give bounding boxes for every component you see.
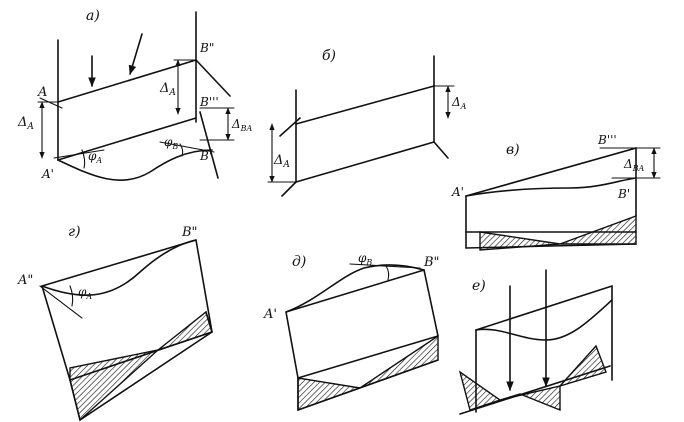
panel-d-moment-right (359, 334, 439, 389)
panel-b-left-foot (281, 181, 297, 197)
panel-v-label-B1: B' (617, 187, 630, 201)
panel-g-title: г) (68, 224, 81, 240)
panel-a-dim-left-sub: A (26, 122, 34, 132)
panel-d-moment-left (297, 377, 361, 411)
panel-e-moment-2 (499, 385, 561, 412)
panel-a-dim-mid-sub: A (168, 88, 176, 98)
panel-b-title: б) (322, 48, 336, 64)
panel-d-angle-arc (385, 265, 390, 281)
svg-text:φB: φB (164, 135, 178, 151)
panel-a-angle-b-sub: B (171, 142, 178, 151)
panel-b-top-beam (295, 85, 435, 125)
panel-e-deflection-curve (475, 299, 613, 341)
panel-v-bottom (465, 243, 637, 249)
panel-a-top-beam (57, 59, 197, 103)
panel-a-dim-ba-sub: BA (240, 124, 253, 133)
svg-text:ΔBA: ΔBA (623, 157, 645, 173)
panel-g-moment-left (69, 348, 161, 422)
panel-b-dim-right-label: Δ (451, 95, 461, 109)
panel-g-moment-right (157, 310, 213, 351)
panel-d: д) A' B" φB (263, 251, 440, 411)
panel-v-dim-ba-label: Δ (623, 157, 633, 171)
panel-d-title: д) (292, 254, 306, 270)
panel-g-angle-sub: A (85, 292, 92, 301)
panel-v-label-A1: A' (451, 185, 464, 199)
panel-a-dim-mid-label: Δ (159, 81, 169, 96)
svg-text:φA: φA (78, 285, 92, 301)
panel-g-angle-label: φ (78, 285, 87, 299)
panel-b-bottom-beam (295, 141, 435, 183)
panel-a: а) A B" B''' (17, 8, 253, 181)
panel-b: б) ΔA ΔA (267, 48, 467, 197)
panel-d-angle-sub: B (365, 258, 372, 267)
svg-text:ΔA: ΔA (17, 115, 34, 132)
panel-b-right-foot (433, 141, 449, 159)
panel-e-baseline (459, 365, 611, 415)
panel-a-label-B3: B''' (199, 95, 219, 109)
panel-g-label-A2: A" (17, 273, 33, 288)
panel-d-deflection-curve (285, 264, 425, 313)
panel-a-tangent-b (159, 141, 215, 153)
panel-a-dim-ba-label: Δ (231, 117, 241, 131)
panel-g-deflection-curve (41, 239, 197, 296)
panel-d-label-B2: B" (423, 255, 440, 270)
panel-v-deflection-curve (465, 177, 637, 197)
svg-text:ΔA: ΔA (273, 153, 290, 170)
panel-g-moment-side (69, 379, 81, 421)
panel-v: в) A' B''' B' ΔBA (451, 133, 661, 251)
panel-g-label-B2: B" (181, 225, 198, 240)
panel-e-top-beam (475, 285, 613, 331)
panel-g-tangent (39, 285, 83, 319)
panel-e-moment-3 (557, 344, 607, 388)
panel-d-tangent (349, 263, 421, 269)
panel-d-label-A1: A' (263, 307, 277, 322)
panel-d-angle-label: φ (358, 251, 367, 265)
panel-a-load-arrow-2 (128, 33, 143, 75)
panel-g-moment-line (79, 331, 213, 421)
panel-a-angle-arc-a (81, 149, 86, 169)
panel-b-dim-left-sub: A (282, 160, 290, 170)
panel-v-top-beam (465, 147, 637, 197)
svg-text:ΔA: ΔA (451, 95, 467, 111)
svg-text:φA: φA (88, 149, 102, 165)
panel-e-title: е) (472, 278, 486, 294)
panel-v-dim-ba-sub: BA (632, 164, 645, 173)
panel-b-dim-right-sub: A (460, 102, 467, 111)
panel-a-label-B1: B' (199, 149, 212, 163)
panel-a-dim-left-label: Δ (17, 115, 27, 130)
panel-a-deflection-curve (57, 149, 213, 181)
panel-a-label-A: A (37, 85, 47, 100)
panel-a-label-A1: A' (41, 167, 54, 181)
svg-text:ΔBA: ΔBA (231, 117, 253, 133)
panel-a-angle-a-label: φ (88, 149, 97, 163)
panel-a-right-lower-link (199, 111, 219, 179)
panel-a-left-tick (39, 97, 63, 109)
panel-e-moment-1 (458, 370, 502, 411)
panel-g-moment-side-r (205, 311, 213, 333)
panel-a-right-link (195, 59, 231, 97)
panel-b-dim-left-label: Δ (273, 153, 283, 168)
panel-a-bottom-beam (57, 117, 197, 161)
panel-v-label-B3: B''' (597, 133, 617, 147)
panel-g-angle-arc (69, 285, 74, 307)
panel-a-label-B2: B" (199, 41, 214, 55)
panel-v-moment-right (559, 214, 637, 245)
svg-text:ΔA: ΔA (159, 81, 176, 98)
panel-v-title: в) (506, 142, 520, 158)
panel-g: г) A" B" φA (17, 224, 213, 422)
panel-a-angle-a-sub: A (95, 156, 102, 165)
svg-text:φB: φB (358, 251, 372, 267)
panel-d-moment-line (297, 359, 439, 411)
panel-e: е) (458, 269, 613, 415)
panel-a-angle-b-label: φ (164, 135, 173, 149)
panel-a-tangent-a (53, 149, 105, 159)
panel-b-left-tick (279, 117, 301, 137)
panel-a-angle-arc-b (179, 143, 184, 157)
panel-a-title: а) (86, 8, 100, 24)
